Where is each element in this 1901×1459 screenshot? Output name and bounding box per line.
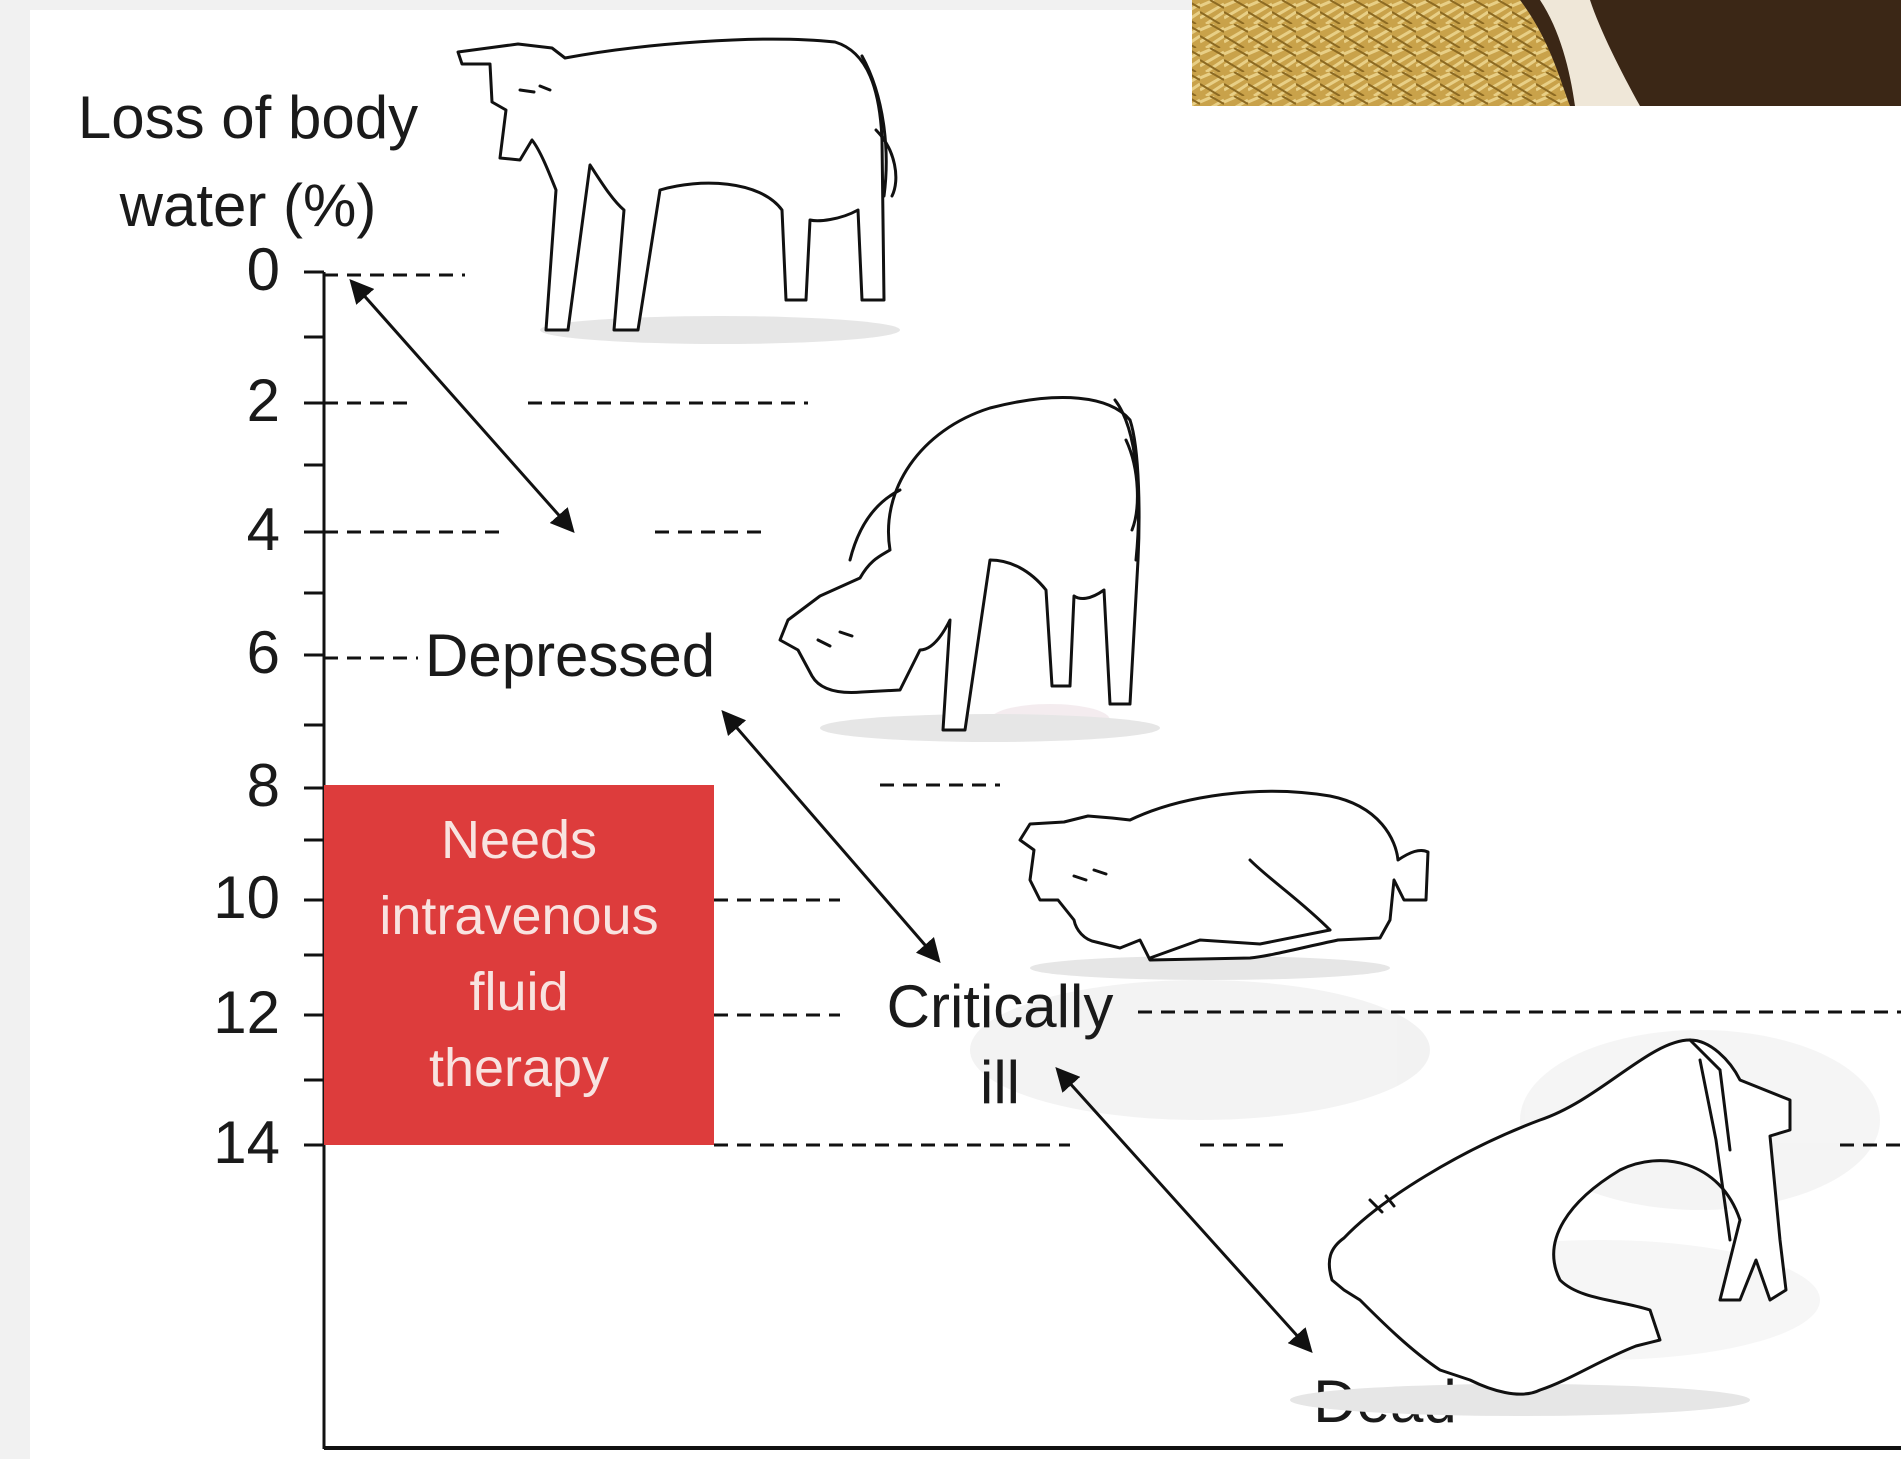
stage-label-critically-ill-line2: ill [980, 1049, 1020, 1116]
tick-label-0: 0 [247, 236, 280, 303]
tick-label-8: 8 [247, 752, 280, 819]
tick-label-12: 12 [213, 979, 280, 1046]
therapy-line3: fluid [469, 962, 568, 1022]
calf-photo-corner [1192, 0, 1901, 106]
tick-label-10: 10 [213, 864, 280, 931]
therapy-line4: therapy [429, 1038, 609, 1098]
tick-label-4: 4 [247, 496, 280, 563]
tick-label-6: 6 [247, 619, 280, 686]
axis-title-line2: water (%) [119, 172, 377, 239]
stage-label-depressed: Depressed [425, 622, 715, 689]
tick-label-2: 2 [247, 367, 280, 434]
therapy-line1: Needs [441, 810, 597, 870]
axis-title-line1: Loss of body [78, 84, 418, 151]
tick-label-14: 14 [213, 1109, 280, 1176]
stage-label-critically-ill-line1: Critically [887, 973, 1114, 1040]
therapy-line2: intravenous [379, 886, 658, 946]
